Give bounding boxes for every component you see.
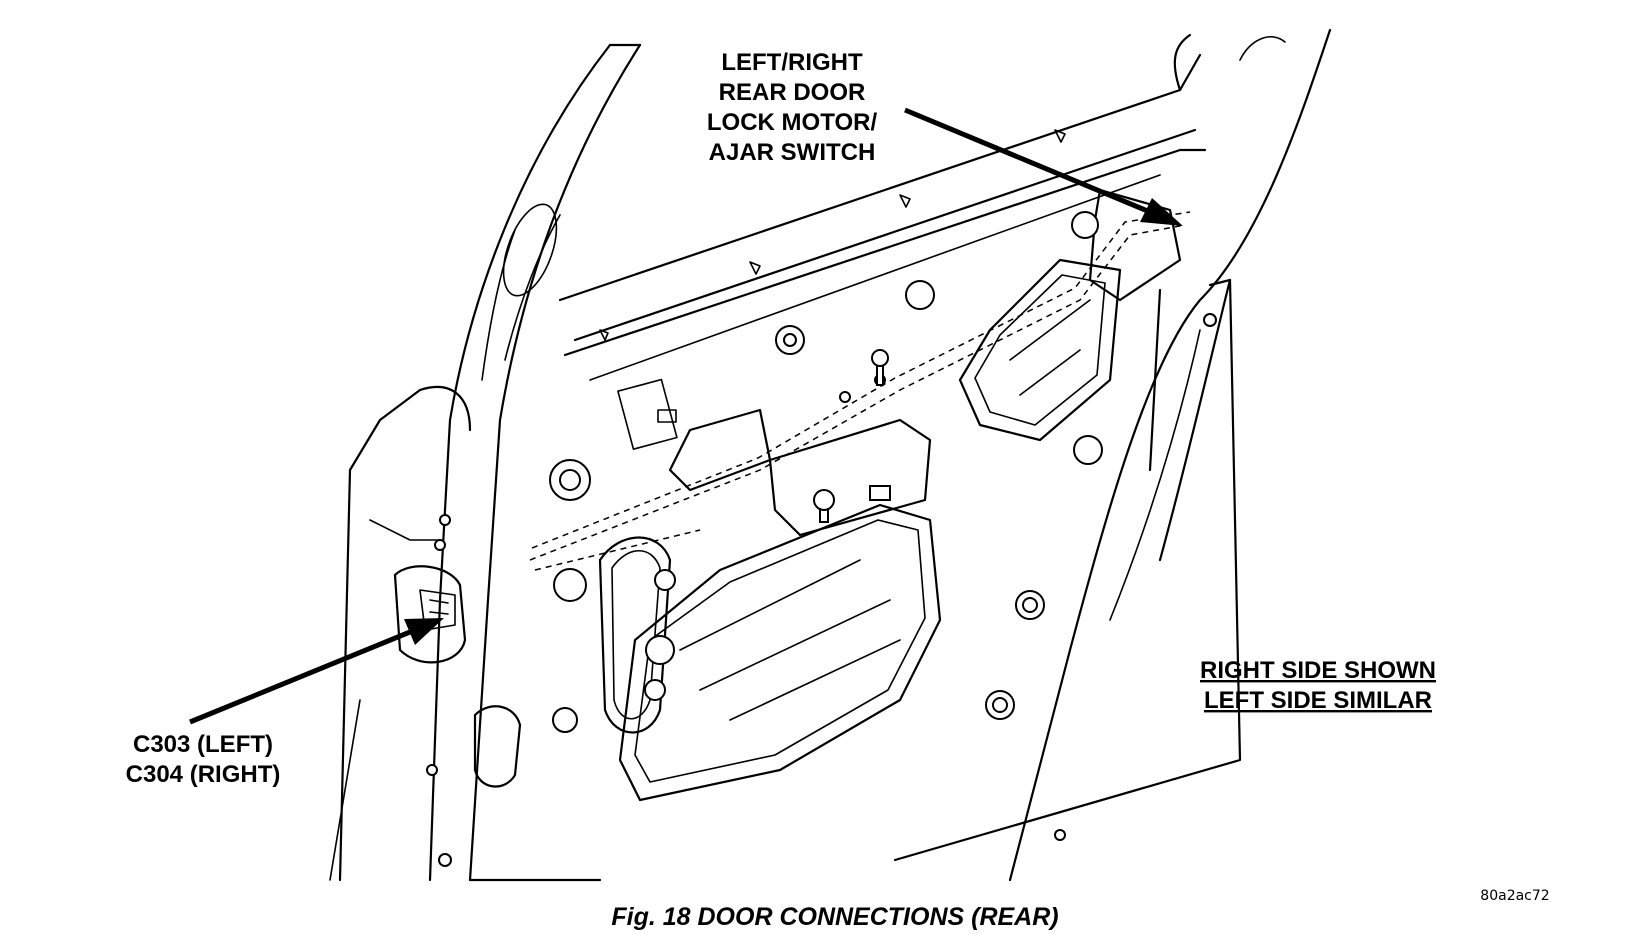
lock-motor-leader-line (904, 107, 1151, 215)
lock-motor-label-line-1: LEFT/RIGHT (721, 49, 863, 76)
panel-holes (426, 129, 1217, 867)
side-note-line-1: RIGHT SIDE SHOWN (1200, 657, 1436, 684)
lock-motor-label-line-4: AJAR SWITCH (709, 139, 876, 166)
connector-label-line-1: C303 (LEFT) (133, 731, 273, 758)
wire-harness-route (529, 211, 1191, 571)
lock-motor-label-line-2: REAR DOOR (719, 79, 866, 106)
door-frame (329, 28, 1332, 882)
inner-panel (393, 188, 1182, 802)
side-note: RIGHT SIDE SHOWN LEFT SIDE SIMILAR (1200, 657, 1436, 714)
lock-motor-label-line-3: LOCK MOTOR/ (707, 109, 878, 136)
lock-motor-callout: LEFT/RIGHT REAR DOOR LOCK MOTOR/ AJAR SW… (707, 49, 1183, 226)
figure-caption: Fig. 18 DOOR CONNECTIONS (REAR) (611, 903, 1058, 931)
lock-motor-arrowhead (1140, 198, 1183, 226)
side-note-line-2: LEFT SIDE SIMILAR (1204, 687, 1432, 714)
connector-leader-line (189, 629, 411, 725)
drawing-code: 80a2ac72 (1480, 888, 1549, 904)
connector-label-line-2: C304 (RIGHT) (126, 761, 281, 788)
connector-arrowhead (404, 618, 444, 645)
connector-callout: C303 (LEFT) C304 (RIGHT) (126, 618, 444, 788)
